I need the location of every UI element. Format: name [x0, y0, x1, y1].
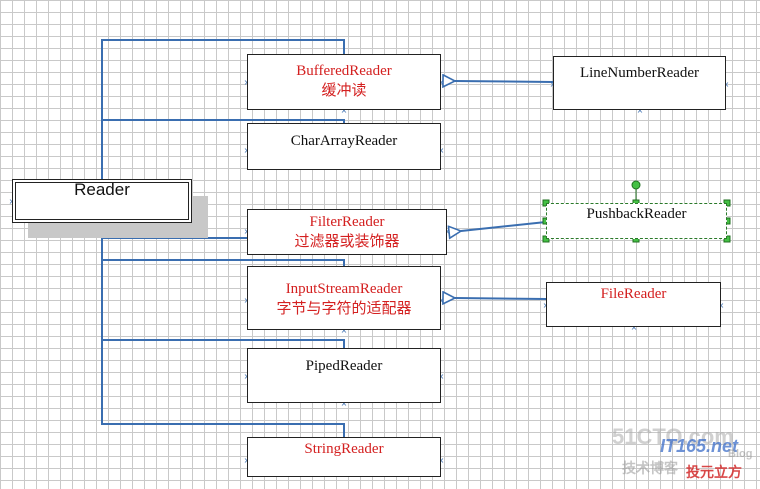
- connection-point-13: ×: [341, 326, 348, 335]
- connector-reader-inputstreamreader: [102, 259, 345, 266]
- chararrayreader-node[interactable]: CharArrayReader: [247, 123, 441, 170]
- connection-point-8: ×: [444, 227, 451, 236]
- inputstreamreader-node[interactable]: InputStreamReader 字节与字符的适配器: [247, 266, 441, 330]
- connection-point-5: ×: [438, 146, 445, 155]
- linenumberreader-node[interactable]: LineNumberReader: [553, 56, 726, 110]
- bufferedreader-label: BufferedReader: [296, 63, 392, 79]
- pipedreader-node[interactable]: PipedReader: [247, 348, 441, 403]
- connector-reader-pipedreader: [102, 339, 345, 348]
- connection-point-24: ×: [637, 106, 644, 115]
- connection-point-26: ×: [718, 301, 725, 310]
- connection-point-15: ×: [438, 372, 445, 381]
- stringreader-label: StringReader: [304, 441, 384, 457]
- watermark-sub: Blog: [728, 448, 753, 460]
- bufferedreader-node[interactable]: BufferedReader 缓冲读: [247, 54, 441, 110]
- stringreader-node[interactable]: StringReader: [247, 437, 441, 477]
- connection-point-3: ×: [341, 106, 348, 115]
- inputstreamreader-label: InputStreamReader: [285, 281, 403, 297]
- watermark-logo: IT165.net: [660, 436, 739, 456]
- watermark-slogan: 投元立方: [686, 464, 742, 480]
- pipedreader-label: PipedReader: [305, 358, 383, 374]
- filterreader-node[interactable]: FilterReader 过滤器或装饰器: [247, 209, 447, 255]
- bufferedreader-sub: 缓冲读: [321, 83, 367, 99]
- watermark-site: 51CTO.com: [612, 424, 734, 449]
- filterreader-sub: 过滤器或装饰器: [294, 234, 400, 250]
- linenumberreader-label: LineNumberReader: [579, 65, 700, 81]
- resize-handle-7[interactable]: [723, 235, 731, 243]
- watermark-tagline: 技术博客: [622, 460, 678, 476]
- pushbackreader-node[interactable]: PushbackReader: [546, 203, 727, 239]
- arrow-pushback-filter: [461, 221, 547, 231]
- arrow-linenumber-buffered: [455, 81, 554, 82]
- filereader-label: FileReader: [600, 286, 667, 302]
- connector-reader-chararrayreader: [102, 119, 345, 123]
- rotate-handle[interactable]: [631, 180, 641, 190]
- arrow-file-inputstream: [455, 298, 547, 299]
- reader-node[interactable]: Reader: [12, 179, 192, 223]
- connection-point-11: ×: [438, 296, 445, 305]
- inputstreamreader-sub: 字节与字符的适配器: [276, 301, 412, 317]
- pushbackreader-label: PushbackReader: [586, 206, 687, 222]
- reader-label: Reader: [74, 180, 130, 199]
- connection-point-28: ×: [631, 323, 638, 332]
- filereader-node[interactable]: FileReader: [546, 282, 721, 327]
- filterreader-label: FilterReader: [309, 214, 385, 230]
- connection-point-22: ×: [723, 80, 730, 89]
- connection-point-1: ×: [438, 78, 445, 87]
- connection-point-17: ×: [341, 399, 348, 408]
- connection-point-19: ×: [438, 456, 445, 465]
- chararrayreader-label: CharArrayReader: [290, 133, 398, 149]
